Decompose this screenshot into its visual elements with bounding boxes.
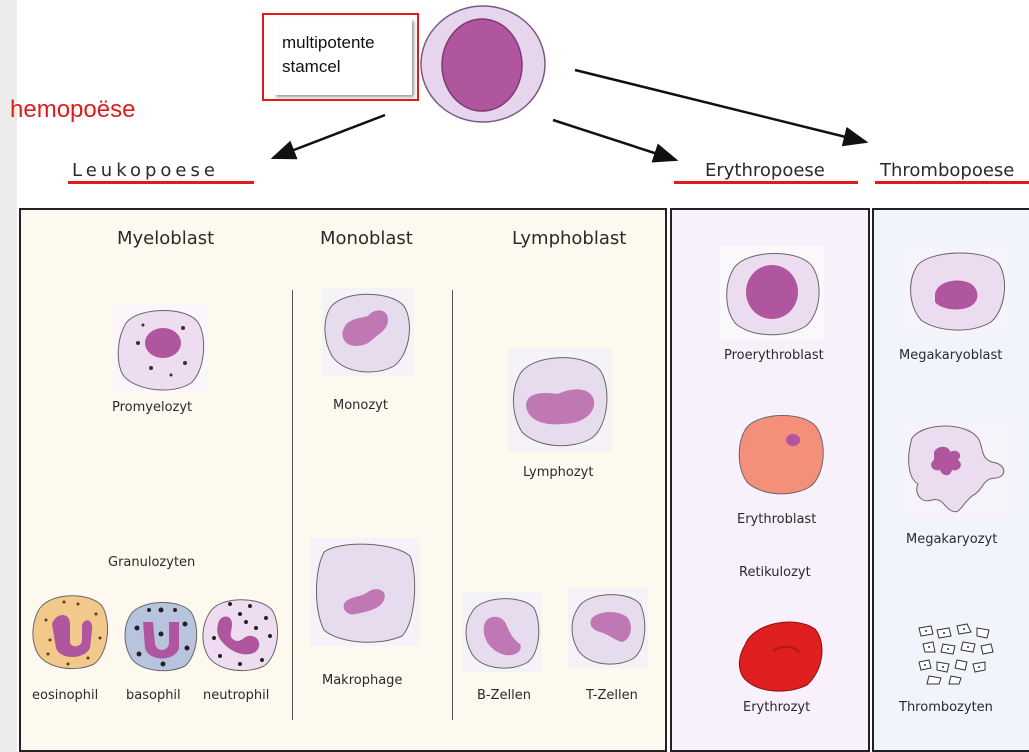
- neutrophil-cell: [202, 599, 278, 672]
- megakaryozyt-cell: [902, 418, 1014, 518]
- label-lymphozyt: Lymphozyt: [523, 465, 594, 480]
- label-neutrophil: neutrophil: [203, 688, 270, 703]
- header-monoblast: Monoblast: [320, 228, 413, 249]
- label-eosinophil: eosinophil: [32, 688, 99, 703]
- label-megakaryoblast: Megakaryoblast: [899, 348, 1003, 363]
- arrow-to-leuko: [270, 113, 386, 160]
- underline-erythro: [674, 181, 858, 184]
- arrow-to-thrombo: [574, 68, 869, 147]
- stem-cell: [420, 5, 546, 123]
- branch-thrombopoese: Thrombopoese: [880, 160, 1015, 181]
- header-lymphoblast: Lymphoblast: [512, 228, 627, 249]
- left-gutter: [0, 0, 17, 752]
- label-makrophage: Makrophage: [322, 673, 403, 688]
- header-myeloblast: Myeloblast: [117, 228, 215, 249]
- proerythroblast-cell: [720, 246, 824, 340]
- label-erythroblast: Erythroblast: [737, 512, 817, 527]
- underline-thrombo: [875, 181, 1029, 184]
- divider-2: [452, 290, 453, 720]
- erythroblast-cell: [738, 415, 824, 495]
- label-retikulozyt: Retikulozyt: [739, 565, 811, 580]
- label-proerythroblast: Proerythroblast: [724, 348, 824, 363]
- lymphozyt-cell: [508, 348, 612, 452]
- promyelozyt-cell: [113, 303, 208, 393]
- erythrozyt-cell: [738, 621, 823, 692]
- arrow-to-erythro: [552, 118, 679, 163]
- divider-1: [292, 290, 293, 720]
- stem-cell-label: multipotente stamcel: [282, 33, 375, 76]
- page-title: hemopoëse: [10, 96, 136, 123]
- eosinophil-cell: [32, 595, 108, 670]
- b-zellen-cell: [462, 592, 542, 672]
- label-thrombozyten: Thrombozyten: [899, 700, 993, 715]
- label-promyelozyt: Promyelozyt: [112, 400, 193, 415]
- megakaryoblast-cell: [905, 246, 1009, 334]
- t-zellen-cell: [568, 588, 648, 668]
- branch-erythropoese: Erythropoese: [705, 160, 825, 181]
- label-megakaryozyt: Megakaryozyt: [906, 532, 998, 547]
- label-granulozyten: Granulozyten: [108, 555, 196, 570]
- monozyt-cell: [322, 288, 414, 376]
- stem-cell-inner-box: [274, 19, 412, 95]
- label-erythrozyt: Erythrozyt: [743, 700, 811, 715]
- makrophage-cell: [310, 538, 420, 646]
- basophil-cell: [124, 601, 198, 672]
- label-bzellen: B-Zellen: [477, 688, 531, 703]
- stem-cell-label-box: multipotente stamcel: [262, 13, 419, 101]
- branch-leukopoese: Leukopoese: [72, 160, 219, 181]
- thrombozyten-cell: [918, 623, 994, 685]
- label-tzellen: T-Zellen: [586, 688, 638, 703]
- underline-leuko: [68, 181, 254, 184]
- label-monozyt: Monozyt: [333, 398, 388, 413]
- label-basophil: basophil: [126, 688, 181, 703]
